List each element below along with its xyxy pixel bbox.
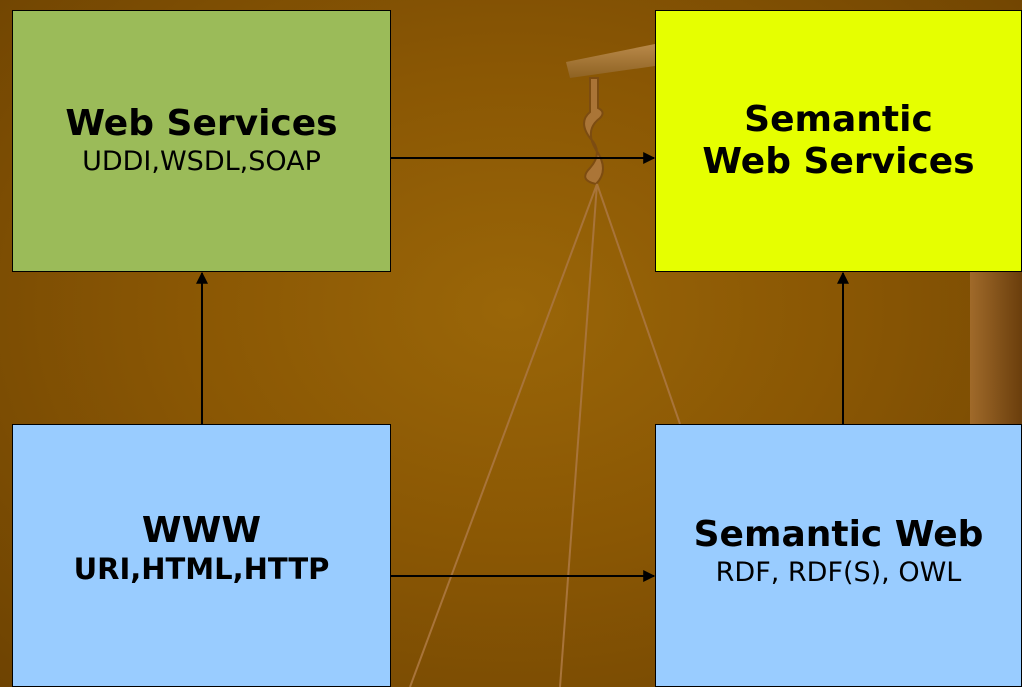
beam-shape	[566, 44, 655, 78]
semantic-web-box: Semantic Web RDF, RDF(S), OWL	[655, 424, 1022, 687]
post-shape	[970, 272, 1022, 424]
web-services-box: Web Services UDDI,WSDL,SOAP	[12, 10, 391, 272]
semantic-web-services-box: Semantic Web Services	[655, 10, 1022, 272]
rope-lines	[409, 183, 681, 687]
www-title: WWW	[141, 509, 262, 551]
web-services-subtitle: UDDI,WSDL,SOAP	[82, 146, 321, 177]
semantic-web-title: Semantic Web	[693, 513, 984, 555]
www-subtitle: URI,HTML,HTTP	[73, 551, 330, 586]
semantic-web-subtitle: RDF, RDF(S), OWL	[715, 556, 962, 588]
web-services-title: Web Services	[65, 103, 338, 144]
www-box: WWW URI,HTML,HTTP	[12, 424, 391, 687]
semantic-web-services-title-line1: Semantic	[744, 99, 933, 140]
semantic-web-services-title-line2: Web Services	[702, 141, 975, 182]
